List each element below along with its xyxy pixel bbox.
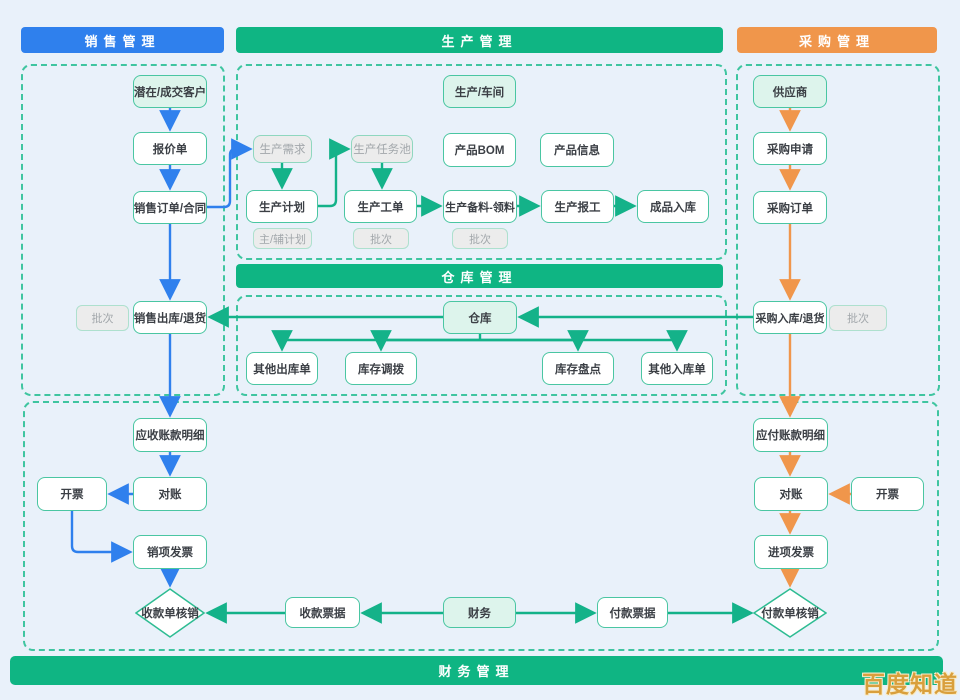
node-finished-inbound: 成品入库 bbox=[637, 190, 709, 223]
node-payment-writeoff: 付款单核销 bbox=[753, 588, 827, 638]
warehouse-region bbox=[236, 295, 727, 396]
finance-region bbox=[23, 401, 939, 651]
receipt-writeoff-label: 收款单核销 bbox=[141, 608, 199, 620]
node-prod-task-pool: 生产任务池 bbox=[351, 135, 413, 163]
purchase-region bbox=[736, 64, 940, 396]
warehouse-section-header: 仓库管理 bbox=[236, 264, 723, 288]
tag-batch-workorder: 批次 bbox=[353, 228, 409, 249]
node-payment-bill: 付款票据 bbox=[597, 597, 668, 628]
node-other-outbound: 其他出库单 bbox=[246, 352, 318, 385]
baidu-zhidao-watermark: 百度知道 bbox=[862, 671, 958, 697]
node-purchase-invoice: 进项发票 bbox=[754, 535, 828, 569]
purchase-section-header: 采购管理 bbox=[737, 27, 937, 53]
node-sales-order: 销售订单/合同 bbox=[133, 191, 207, 224]
node-reconcile-sales: 对账 bbox=[133, 477, 207, 511]
tag-batch-purchase: 批次 bbox=[829, 305, 887, 331]
node-purchase-request: 采购申请 bbox=[753, 132, 827, 165]
node-stock-count: 库存盘点 bbox=[542, 352, 614, 385]
node-payable: 应付账款明细 bbox=[753, 418, 828, 452]
production-section-header: 生产管理 bbox=[236, 27, 723, 53]
node-purchase-order: 采购订单 bbox=[753, 191, 827, 224]
node-other-inbound: 其他入库单 bbox=[641, 352, 713, 385]
node-warehouse: 仓库 bbox=[443, 301, 517, 334]
node-product-bom: 产品BOM bbox=[443, 133, 516, 167]
node-sales-outbound: 销售出库/退货 bbox=[133, 301, 207, 334]
node-stock-transfer: 库存调拨 bbox=[345, 352, 417, 385]
node-receipt-bill: 收款票据 bbox=[285, 597, 360, 628]
sales-region bbox=[21, 64, 225, 396]
node-prod-workshop: 生产/车间 bbox=[443, 75, 516, 108]
finance-section-header: 财务管理 bbox=[10, 656, 943, 685]
tag-batch-material: 批次 bbox=[452, 228, 508, 249]
tag-batch-sales: 批次 bbox=[76, 305, 129, 331]
node-invoice-purchase: 开票 bbox=[851, 477, 924, 511]
node-quote: 报价单 bbox=[133, 132, 207, 165]
node-reconcile-purchase: 对账 bbox=[754, 477, 828, 511]
tag-plan: 主/辅计划 bbox=[253, 228, 312, 249]
node-prod-report: 生产报工 bbox=[541, 190, 614, 223]
node-finance-dept: 财务 bbox=[443, 597, 516, 628]
node-product-info: 产品信息 bbox=[540, 133, 614, 167]
node-customer: 潜在/成交客户 bbox=[133, 75, 207, 108]
node-sales-invoice: 销项发票 bbox=[133, 535, 207, 569]
node-purchase-inbound: 采购入库/退货 bbox=[753, 301, 827, 334]
sales-section-header: 销售管理 bbox=[21, 27, 224, 53]
node-prod-workorder: 生产工单 bbox=[344, 190, 417, 223]
node-invoice-sales: 开票 bbox=[37, 477, 107, 511]
node-supplier: 供应商 bbox=[753, 75, 827, 108]
payment-writeoff-label: 付款单核销 bbox=[761, 608, 819, 620]
node-prod-demand: 生产需求 bbox=[253, 135, 312, 163]
node-receivable: 应收账款明细 bbox=[133, 418, 207, 452]
node-receipt-writeoff: 收款单核销 bbox=[135, 588, 205, 638]
node-prod-material: 生产备料-领料 bbox=[443, 190, 517, 223]
node-prod-plan: 生产计划 bbox=[246, 190, 318, 223]
